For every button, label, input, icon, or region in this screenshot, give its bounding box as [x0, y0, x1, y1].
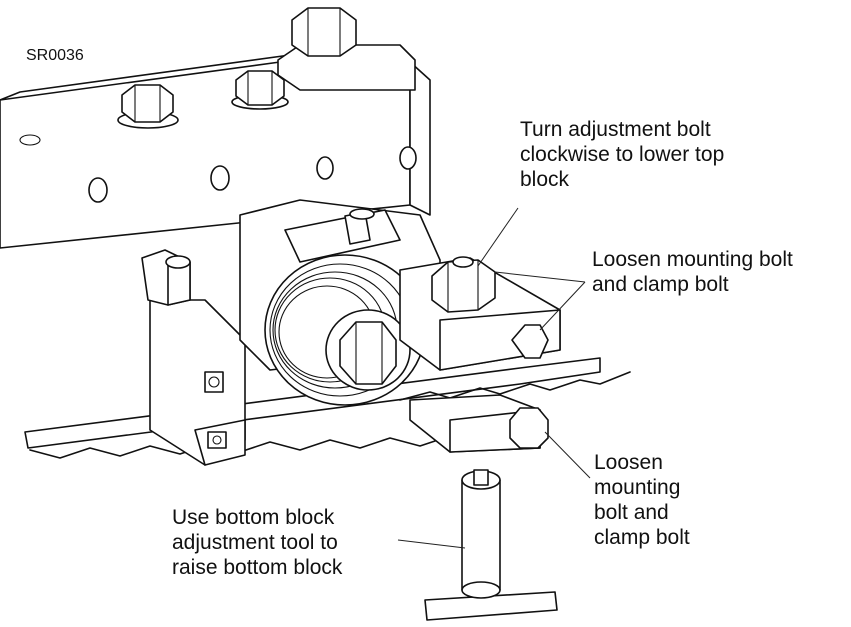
leader-adjustment-tool: [397, 539, 466, 549]
beam-top-bolt-left: [117, 84, 179, 129]
leader-top-clamp-bolt: [539, 281, 586, 331]
callout-top-mounting-bolt: Loosen mounting bolt and clamp bolt: [592, 248, 793, 296]
air-fitting: [141, 249, 191, 306]
callout-adjustment-bolt: Turn adjustment bolt clockwise to lower …: [520, 118, 725, 191]
beam-top-bolt-right: [231, 70, 289, 110]
guide-pulley: [264, 254, 426, 406]
adjustment-bolt: [431, 256, 496, 313]
callout-adjustment-tool: Use bottom block adjustment tool to rais…: [172, 506, 343, 579]
top-hex-block: [277, 7, 416, 91]
top-mounting-bolt: [511, 324, 549, 359]
left-guide-block: [149, 299, 246, 466]
adjustment-tool: [424, 469, 558, 621]
leader-adjustment-bolt: [477, 207, 519, 267]
leader-bottom-mounting-bolt: [544, 431, 591, 479]
bottom-mounting-bolt: [509, 407, 549, 449]
leader-top-mounting-bolt: [494, 271, 586, 283]
callout-bottom-mounting-bolt: Loosen mounting bolt and clamp bolt: [594, 451, 690, 549]
figure-id: SR0036: [26, 47, 84, 64]
